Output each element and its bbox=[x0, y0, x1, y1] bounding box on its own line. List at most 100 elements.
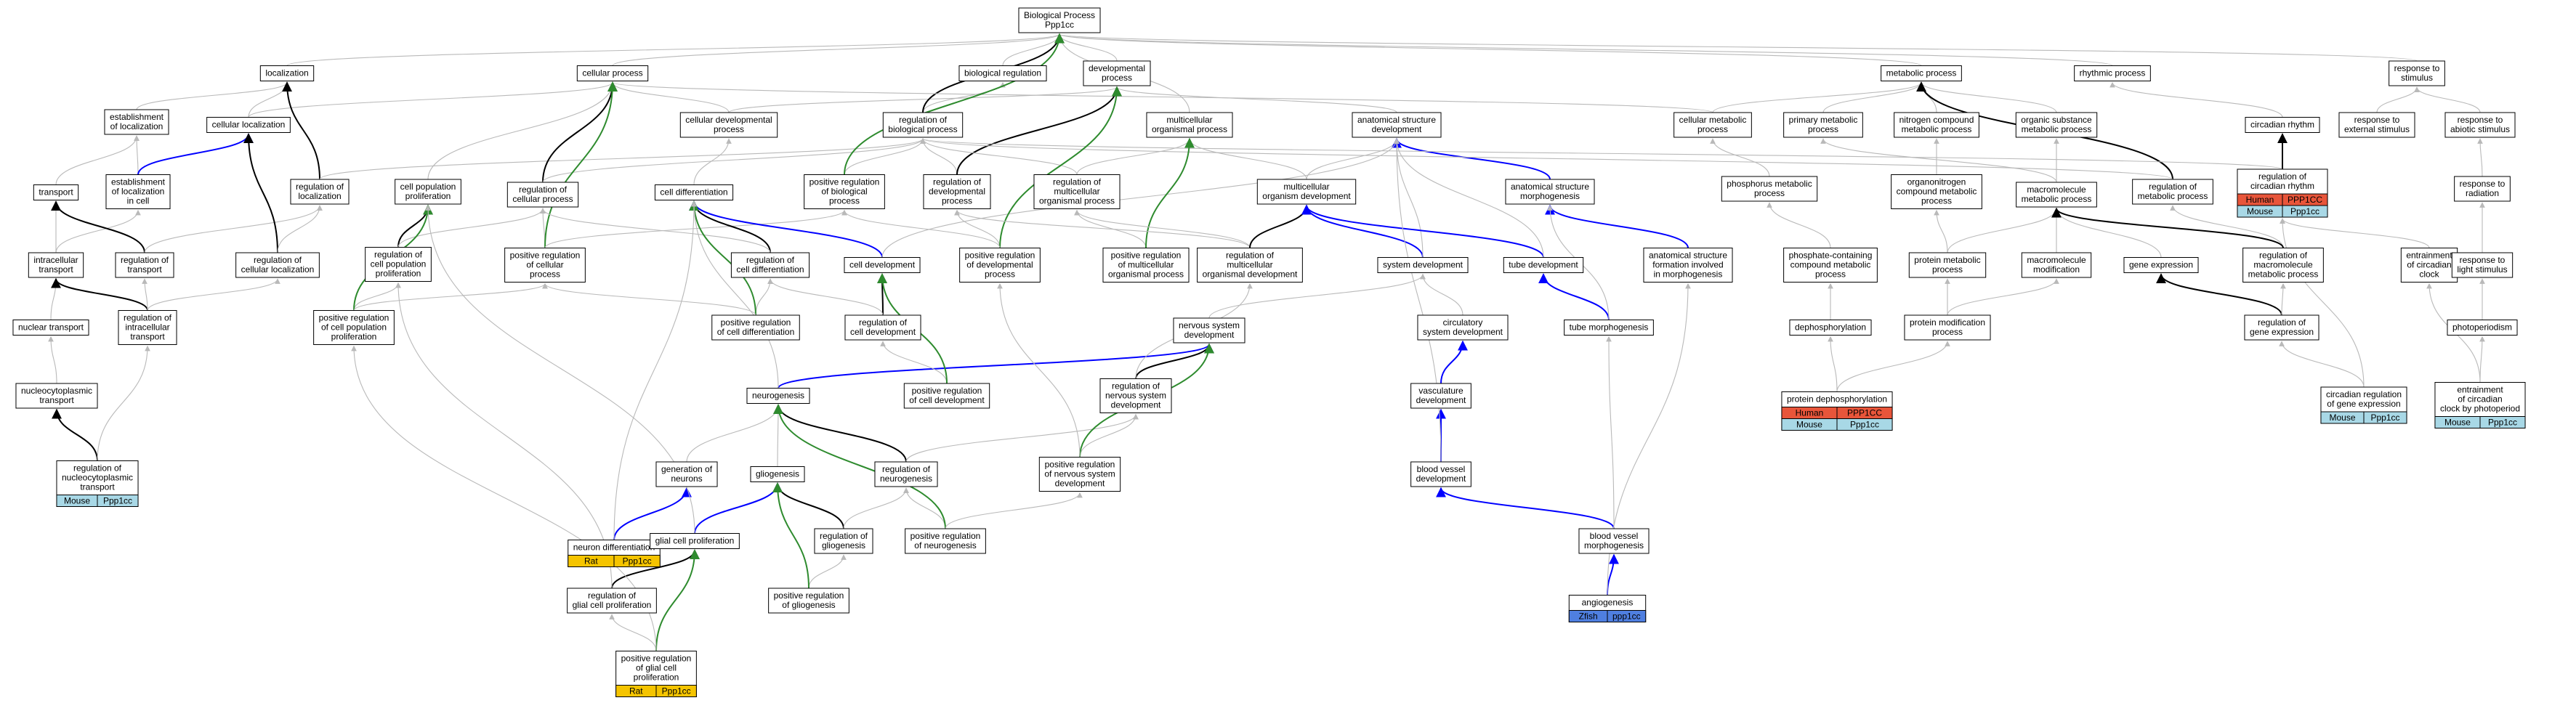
term-node-ge[interactable]: gene expression bbox=[2123, 257, 2199, 273]
term-node-cp[interactable]: cellular process bbox=[576, 65, 649, 81]
term-node-cdiff[interactable]: cell differentiation bbox=[654, 184, 734, 200]
term-node-loc[interactable]: localization bbox=[259, 65, 315, 81]
term-node-glio[interactable]: gliogenesis bbox=[750, 466, 805, 482]
term-node-metp[interactable]: metabolic process bbox=[1881, 65, 1962, 81]
term-node-nt[interactable]: nuclear transport bbox=[12, 320, 89, 336]
term-box bbox=[2400, 248, 2458, 283]
term-node-cloc[interactable]: cellular localization bbox=[206, 117, 291, 133]
term-node-rnct[interactable]: regulation ofnucleocytoplasmictransportM… bbox=[56, 460, 139, 507]
term-node-ng[interactable]: neurogenesis bbox=[746, 388, 810, 404]
term-node-tm[interactable]: tube morphogenesis bbox=[1564, 320, 1654, 336]
term-node-cdev[interactable]: cell development bbox=[844, 257, 921, 273]
term-node-tr[interactable]: transport bbox=[33, 184, 79, 200]
term-node-td[interactable]: tube development bbox=[1503, 257, 1584, 273]
term-node-cr[interactable]: circadian rhythm bbox=[2245, 117, 2320, 133]
term-node-rhy[interactable]: rhythmic process bbox=[2074, 65, 2151, 81]
term-label: macromolecule bbox=[2253, 260, 2313, 270]
term-label: positive regulation bbox=[965, 251, 1035, 261]
term-label: regulation of bbox=[899, 115, 948, 125]
term-box bbox=[365, 247, 432, 282]
term-label: phosphate-containing bbox=[1789, 251, 1873, 261]
term-node-sd[interactable]: system development bbox=[1377, 257, 1469, 273]
term-node-breg[interactable]: biological regulation bbox=[958, 65, 1047, 81]
edge-prcd-to-cdiff bbox=[689, 200, 756, 316]
term-node-dp[interactable]: dephosphorylation bbox=[1789, 320, 1872, 336]
term-node-pp[interactable]: photoperiodism bbox=[2447, 320, 2518, 336]
term-node-gcp[interactable]: glial cell proliferation bbox=[650, 533, 740, 549]
